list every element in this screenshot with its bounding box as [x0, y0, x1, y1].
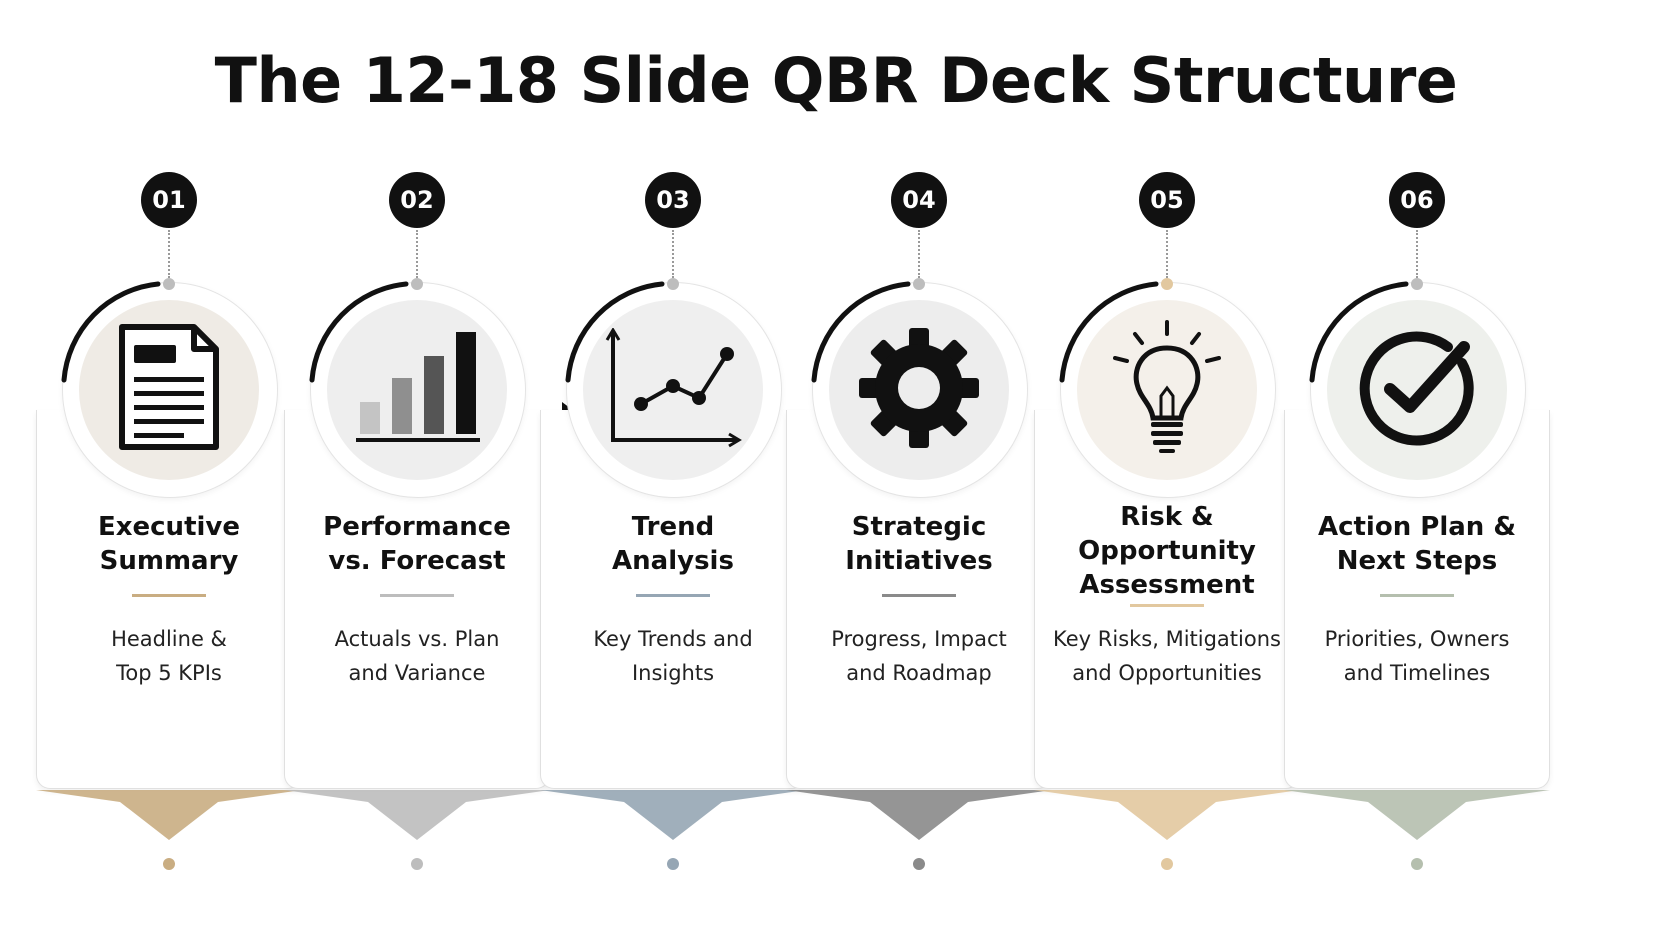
chevron-pointer	[540, 790, 806, 840]
step-title-line: Executive	[97, 512, 240, 542]
connector-dotted-line	[168, 230, 170, 278]
connector-dot	[913, 278, 925, 290]
lightbulb-icon	[1107, 318, 1227, 462]
step-description-line: Key Risks, Mitigations	[1053, 627, 1281, 651]
document-icon	[114, 323, 224, 457]
bottom-dot	[411, 858, 423, 870]
step-description: Priorities, Owners and Timelines	[1292, 622, 1542, 690]
step-title-line: Next Steps	[1336, 546, 1498, 576]
progress-arc	[1309, 281, 1409, 383]
icon-circle	[79, 300, 259, 480]
step-description-line: Headline &	[111, 627, 227, 651]
connector-dot	[411, 278, 423, 290]
connector-dot	[1161, 278, 1173, 290]
step-number-badge: 01	[141, 172, 197, 228]
step-title-line: Opportunity	[1078, 536, 1256, 566]
progress-arc	[1059, 281, 1159, 383]
icon-circle	[1327, 300, 1507, 480]
step-title-line: vs. Forecast	[328, 546, 506, 576]
chevron-pointer	[284, 790, 550, 840]
chevron-pointer	[36, 790, 302, 840]
step-number-badge: 05	[1139, 172, 1195, 228]
connector-dotted-line	[918, 230, 920, 278]
progress-arc	[61, 281, 161, 383]
accent-rule	[1130, 604, 1204, 607]
connector-dotted-line	[672, 230, 674, 278]
step-description-line: Priorities, Owners	[1324, 627, 1510, 651]
step-title-line: Analysis	[612, 546, 734, 576]
connector-dot	[163, 278, 175, 290]
step-number-badge: 06	[1389, 172, 1445, 228]
step-description: Headline & Top 5 KPIs	[44, 622, 294, 690]
connector-dot	[1411, 278, 1423, 290]
icon-circle	[1077, 300, 1257, 480]
step-title-line: Initiatives	[845, 546, 993, 576]
step-title-line: Trend	[631, 512, 715, 542]
step-description-line: and Opportunities	[1072, 661, 1262, 685]
step-description-line: Top 5 KPIs	[116, 661, 222, 685]
bottom-dot	[913, 858, 925, 870]
chevron-pointer	[1284, 790, 1550, 840]
progress-arc	[811, 281, 911, 383]
step-title-line: Action Plan &	[1317, 512, 1517, 542]
progress-arc	[309, 281, 409, 383]
bottom-dot	[1161, 858, 1173, 870]
step-number-badge: 02	[389, 172, 445, 228]
step-title-line: Strategic	[851, 512, 987, 542]
step-02: 02 Performance vs. Forecast Actuals vs. P…	[284, 0, 550, 941]
bottom-dot	[667, 858, 679, 870]
line-chart-icon	[603, 327, 743, 452]
bottom-dot	[163, 858, 175, 870]
icon-circle	[583, 300, 763, 480]
accent-rule	[1380, 594, 1454, 597]
step-description-line: Key Trends and	[593, 627, 753, 651]
bar-chart-icon	[352, 328, 482, 452]
connector-dot	[667, 278, 679, 290]
progress-arc	[565, 281, 665, 383]
step-description-line: and Roadmap	[846, 661, 992, 685]
step-description: Actuals vs. Plan and Variance	[292, 622, 542, 690]
accent-rule	[882, 594, 956, 597]
step-title-line: Risk &	[1120, 502, 1214, 532]
step-description: Key Risks, Mitigations and Opportunities	[1042, 622, 1292, 690]
connector-dotted-line	[416, 230, 418, 278]
checkmark-circle-icon	[1352, 323, 1482, 457]
step-06: 06 Action Plan & Next Steps Priorities, O…	[1284, 0, 1550, 941]
step-title-line: Summary	[99, 546, 239, 576]
page-title: The 12-18 Slide QBR Deck Structure	[214, 44, 1458, 117]
accent-rule	[636, 594, 710, 597]
step-number-badge: 03	[645, 172, 701, 228]
step-description-line: Progress, Impact	[831, 627, 1007, 651]
icon-circle	[829, 300, 1009, 480]
step-description-line: Insights	[631, 661, 715, 685]
step-title: Performance vs. Forecast	[292, 510, 542, 578]
step-title-line: Performance	[323, 512, 511, 542]
step-title-line: Assessment	[1079, 570, 1255, 600]
icon-circle	[327, 300, 507, 480]
gear-icon	[856, 325, 982, 455]
connector-dotted-line	[1416, 230, 1418, 278]
connector-dotted-line	[1166, 230, 1168, 278]
step-description-line: and Variance	[348, 661, 486, 685]
step-description-line: and Timelines	[1343, 661, 1491, 685]
chevron-pointer	[1034, 790, 1300, 840]
accent-rule	[380, 594, 454, 597]
step-description-line: Actuals vs. Plan	[334, 627, 500, 651]
step-number-badge: 04	[891, 172, 947, 228]
step-title: Action Plan & Next Steps	[1292, 510, 1542, 578]
bottom-dot	[1411, 858, 1423, 870]
chevron-pointer	[786, 790, 1052, 840]
accent-rule	[132, 594, 206, 597]
step-description: Progress, Impact and Roadmap	[794, 622, 1044, 690]
